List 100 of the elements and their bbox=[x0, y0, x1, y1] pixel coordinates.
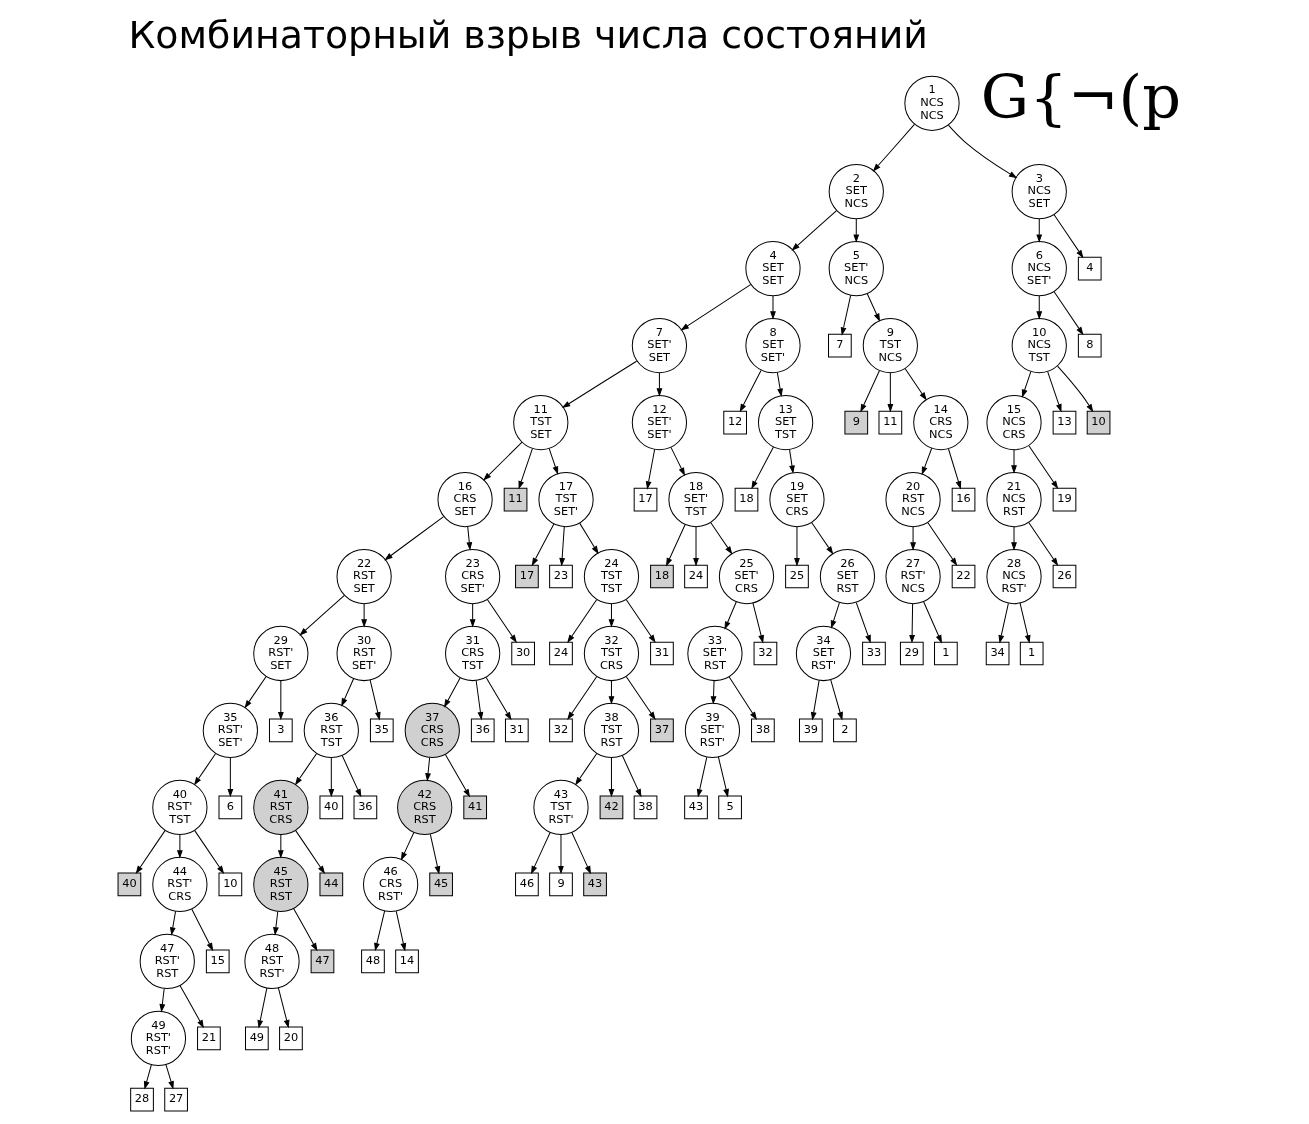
arrow bbox=[465, 526, 472, 551]
arrow bbox=[190, 908, 213, 952]
node-box: 43 bbox=[683, 795, 708, 820]
node-circle: 25 SET' CRS bbox=[718, 548, 774, 605]
node-circle: 5 SET' NCS bbox=[828, 240, 884, 297]
node-box: 18 bbox=[734, 487, 758, 512]
node-circle: 26 SET RST bbox=[819, 548, 875, 605]
node-box: 23 bbox=[548, 564, 573, 589]
node-box: 8 bbox=[1077, 333, 1102, 358]
arrow bbox=[395, 910, 406, 952]
node-box: 33 bbox=[861, 641, 886, 666]
node-box: 48 bbox=[360, 949, 385, 974]
arrow bbox=[383, 516, 444, 561]
node-circle: 37 CRS CRS bbox=[404, 702, 460, 759]
arrow bbox=[482, 441, 523, 481]
node-circle: 40 RST' TST bbox=[151, 779, 207, 836]
arrow bbox=[621, 755, 641, 798]
arrow bbox=[135, 830, 166, 874]
arrow bbox=[625, 676, 656, 721]
node-box: 5 bbox=[717, 795, 742, 820]
node-circle: 23 CRS SET' bbox=[444, 548, 500, 605]
arrow bbox=[750, 446, 774, 490]
arrow bbox=[670, 446, 685, 476]
node-box: 42 bbox=[599, 795, 623, 820]
arrow bbox=[793, 526, 800, 567]
node-box: 2 bbox=[832, 718, 857, 743]
node-box: 24 bbox=[683, 564, 708, 589]
node-circle: 15 NCS CRS bbox=[985, 394, 1042, 451]
node-box: 38 bbox=[633, 795, 657, 820]
node-box: 46 bbox=[514, 872, 539, 897]
arrow bbox=[193, 753, 216, 786]
arrow bbox=[1021, 371, 1031, 398]
node-circle: 41 RST CRS bbox=[252, 779, 308, 836]
node-box: 34 bbox=[985, 641, 1009, 666]
arrow bbox=[424, 757, 431, 782]
arrow bbox=[531, 523, 554, 567]
arrow bbox=[947, 448, 961, 490]
node-box: 47 bbox=[310, 949, 334, 974]
arrow bbox=[277, 680, 284, 721]
node-box: 10 bbox=[218, 872, 242, 897]
node-circle: 39 SET' RST' bbox=[684, 702, 740, 759]
node-circle: 3 NCS SET bbox=[1011, 164, 1067, 220]
arrow bbox=[169, 910, 176, 936]
arrow bbox=[243, 676, 266, 709]
arrow bbox=[790, 210, 837, 251]
arrow bbox=[788, 448, 795, 474]
arrow bbox=[909, 526, 916, 551]
node-box: 7 bbox=[827, 333, 852, 358]
arrow bbox=[1046, 371, 1062, 413]
arrow bbox=[921, 447, 932, 476]
node-circle: 47 RST' RST bbox=[139, 933, 195, 990]
arrow bbox=[608, 757, 614, 798]
arrow bbox=[922, 601, 942, 644]
node-box: 30 bbox=[510, 641, 535, 666]
node-box: 39 bbox=[798, 718, 823, 743]
node-box: 10 bbox=[1086, 410, 1110, 435]
node-box: 29 bbox=[899, 641, 924, 666]
arrow bbox=[1056, 365, 1093, 413]
arrow bbox=[1027, 445, 1058, 490]
node-circle: 30 RST SET' bbox=[336, 625, 392, 682]
arrow bbox=[566, 599, 597, 644]
arrow bbox=[277, 834, 284, 859]
node-box: 15 bbox=[205, 949, 230, 974]
node-circle: 44 RST' CRS bbox=[151, 856, 207, 913]
node-box: 19 bbox=[1052, 487, 1076, 512]
node-circle: 31 CRS TST bbox=[444, 625, 500, 682]
node-box: 43 bbox=[582, 872, 607, 897]
node-circle: 1 NCS NCS bbox=[903, 75, 960, 131]
node-box: 9 bbox=[548, 872, 573, 897]
arrow bbox=[327, 757, 334, 798]
node-box: 11 bbox=[503, 487, 527, 512]
node-circle: 11 TST SET bbox=[512, 394, 568, 451]
node-box: 24 bbox=[548, 641, 573, 666]
node-box: 31 bbox=[649, 641, 674, 666]
arrow bbox=[904, 368, 927, 401]
arrow bbox=[926, 522, 957, 567]
node-circle: 13 SET TST bbox=[757, 394, 813, 451]
arrow bbox=[548, 448, 558, 475]
arrow bbox=[158, 988, 165, 1013]
node-circle: 24 TST TST bbox=[583, 548, 639, 605]
node-circle: 35 RST' SET' bbox=[202, 702, 258, 759]
arrow bbox=[947, 124, 1017, 179]
arrow bbox=[256, 987, 267, 1029]
arrow bbox=[373, 910, 385, 952]
node-circle: 12 SET' SET' bbox=[631, 394, 687, 451]
arrow bbox=[444, 753, 470, 798]
node-box: 27 bbox=[163, 1087, 188, 1112]
arrow bbox=[1053, 214, 1084, 259]
node-circle: 18 SET' TST bbox=[667, 471, 724, 528]
node-circle: 9 TST NCS bbox=[862, 317, 918, 374]
diagram-title: Комбинаторный взрыв числа состояний bbox=[127, 13, 928, 58]
node-box: 32 bbox=[548, 718, 573, 743]
node-box: 12 bbox=[722, 410, 747, 435]
node-box: 3 bbox=[268, 718, 293, 743]
node-box: 20 bbox=[278, 1026, 303, 1051]
arrow bbox=[429, 833, 440, 875]
arrow bbox=[717, 756, 729, 798]
node-box: 40 bbox=[117, 872, 141, 897]
arrow bbox=[829, 679, 843, 721]
arrow bbox=[692, 526, 699, 567]
